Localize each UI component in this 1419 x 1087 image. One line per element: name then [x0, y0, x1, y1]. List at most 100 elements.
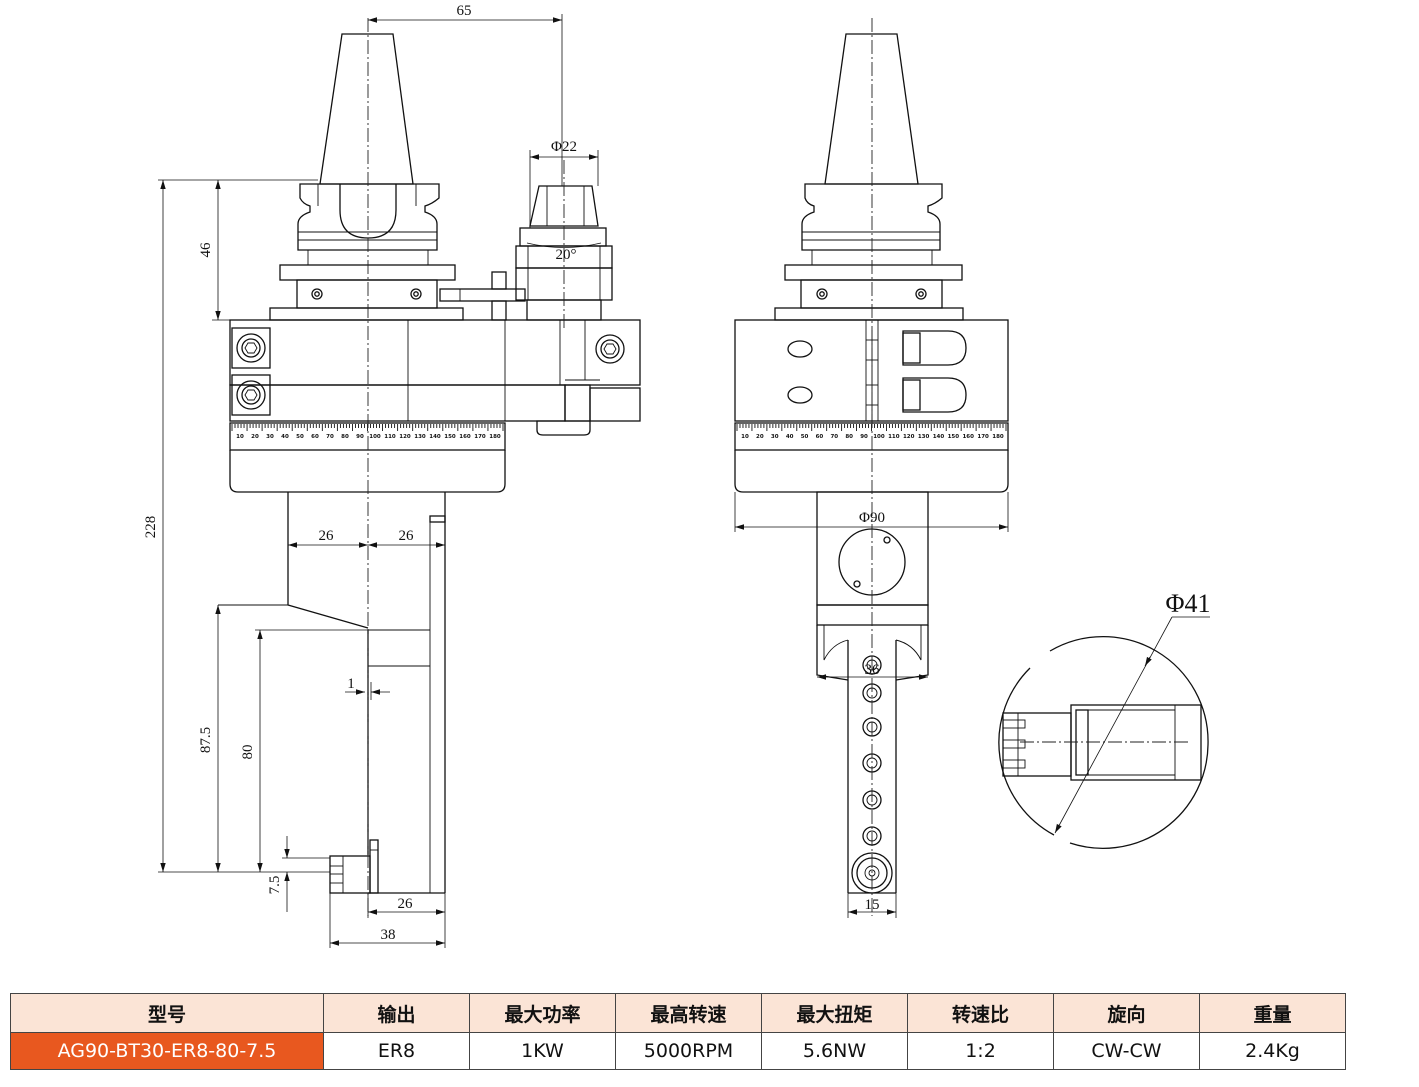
- scale-number: 60: [311, 434, 319, 440]
- cell-output: ER8: [323, 1032, 470, 1070]
- side-adapter-screw-left: [311, 288, 323, 300]
- dim-arc-20deg: [526, 242, 602, 248]
- front-scale-ticks: [736, 424, 1007, 431]
- spec-table: 型号 输出 最大功率 最高转速 最大扭矩 转速比 旋向 重量 AG90-BT30…: [10, 993, 1346, 1070]
- cell-max-speed: 5000RPM: [615, 1032, 762, 1070]
- side-output-spindle: [329, 839, 379, 894]
- dim-1-label: 1: [347, 676, 355, 692]
- detail-view: Φ41: [998, 589, 1211, 849]
- front-adapter-screw-left: [816, 288, 828, 300]
- side-bolt-lower-left: [231, 374, 271, 416]
- side-upper-plate: [279, 264, 456, 281]
- side-adapter-body: [296, 279, 438, 309]
- scale-number: 180: [992, 434, 1004, 440]
- scale-number: 160: [962, 434, 974, 440]
- scale-number: 100: [369, 434, 381, 440]
- scale-number: 20: [251, 434, 259, 440]
- dim-228-label: 228: [143, 516, 159, 539]
- front-adapter-screw-right: [915, 288, 927, 300]
- front-upper-plate: [784, 264, 963, 281]
- side-main-housing: [229, 319, 641, 436]
- side-bolt-upper-left: [231, 327, 271, 369]
- scale-number: 70: [326, 434, 334, 440]
- dim-26-left-label: 26: [319, 528, 335, 544]
- scale-number: 20: [756, 434, 764, 440]
- header-weight: 重量: [1199, 993, 1346, 1033]
- header-model: 型号: [10, 993, 324, 1033]
- header-rotation: 旋向: [1053, 993, 1200, 1033]
- side-lower-plate: [269, 307, 464, 321]
- scale-number: 130: [918, 434, 930, 440]
- spec-data-row: AG90-BT30-ER8-80-7.5 ER8 1KW 5000RPM 5.6…: [10, 1032, 1346, 1070]
- scale-number: 140: [429, 434, 441, 440]
- scale-number: 10: [741, 434, 749, 440]
- scale-number: 110: [888, 434, 900, 440]
- side-flange: [297, 183, 440, 265]
- dim-phi41-label: Φ41: [1165, 589, 1210, 618]
- dim-38-label: 38: [381, 927, 396, 943]
- scale-number: 10: [236, 434, 244, 440]
- scale-number: 170: [977, 434, 989, 440]
- scale-number: 120: [903, 434, 915, 440]
- front-lower-body: [734, 450, 1009, 493]
- scale-number: 170: [474, 434, 486, 440]
- scale-number: 100: [873, 434, 885, 440]
- front-slot-lower: [902, 377, 967, 413]
- scale-number: 60: [816, 434, 824, 440]
- cell-max-power: 1KW: [469, 1032, 616, 1070]
- scale-number: 90: [356, 434, 364, 440]
- scale-number: 50: [801, 434, 809, 440]
- scale-number: 150: [444, 434, 456, 440]
- scale-number: 50: [296, 434, 304, 440]
- dim-26-bottom-label: 26: [398, 896, 414, 912]
- header-max-torque: 最大扭矩: [761, 993, 908, 1033]
- scale-number: 80: [845, 434, 853, 440]
- side-taper-shank: [319, 33, 414, 185]
- cell-rotation: CW-CW: [1053, 1032, 1200, 1070]
- side-adapter-screw-right: [410, 288, 422, 300]
- dim-65-label: 65: [457, 3, 472, 19]
- front-taper-shank: [824, 33, 919, 185]
- scale-number: 30: [771, 434, 779, 440]
- dim-36-label: 36: [865, 662, 881, 678]
- dim-87-5-label: 87.5: [198, 727, 214, 753]
- side-dimensions: 65 Φ22 20° 46 228 26 26 1 87.5 80 7.5: [143, 3, 602, 948]
- scale-number: 140: [933, 434, 945, 440]
- front-oval-upper: [787, 340, 813, 358]
- cell-max-torque: 5.6NW: [761, 1032, 908, 1070]
- side-neck-and-arm: [218, 492, 446, 894]
- scale-number: 70: [830, 434, 838, 440]
- dim-phi22-label: Φ22: [551, 139, 577, 155]
- dim-20deg-label: 20°: [556, 247, 577, 263]
- side-bolt-right: [595, 334, 625, 364]
- cell-model: AG90-BT30-ER8-80-7.5: [10, 1032, 324, 1070]
- detail-circle-arc-left: [998, 667, 1055, 836]
- scale-number: 90: [860, 434, 868, 440]
- scale-number: 40: [786, 434, 794, 440]
- cell-speed-ratio: 1:2: [907, 1032, 1054, 1070]
- scale-number: 130: [414, 434, 426, 440]
- detail-circle-arc-top: [1049, 635, 1209, 849]
- dim-80-label: 80: [240, 745, 256, 760]
- header-speed-ratio: 转速比: [907, 993, 1054, 1033]
- cell-weight: 2.4Kg: [1199, 1032, 1346, 1070]
- front-oval-lower: [787, 386, 813, 404]
- scale-number: 40: [281, 434, 289, 440]
- dim-26-right-label: 26: [399, 528, 415, 544]
- side-lock-handle: [439, 271, 526, 321]
- side-lower-body: [229, 450, 506, 493]
- front-adapter-body: [800, 279, 943, 309]
- front-main-housing: [734, 319, 1009, 422]
- dim-7-5-label: 7.5: [267, 876, 283, 895]
- header-max-speed: 最高转速: [615, 993, 762, 1033]
- front-slot-upper: [902, 330, 967, 366]
- dim-46-label: 46: [198, 242, 214, 258]
- side-scale-ticks: [231, 424, 504, 431]
- scale-number: 80: [341, 434, 349, 440]
- front-dimensions: Φ90 36 15: [734, 492, 1009, 918]
